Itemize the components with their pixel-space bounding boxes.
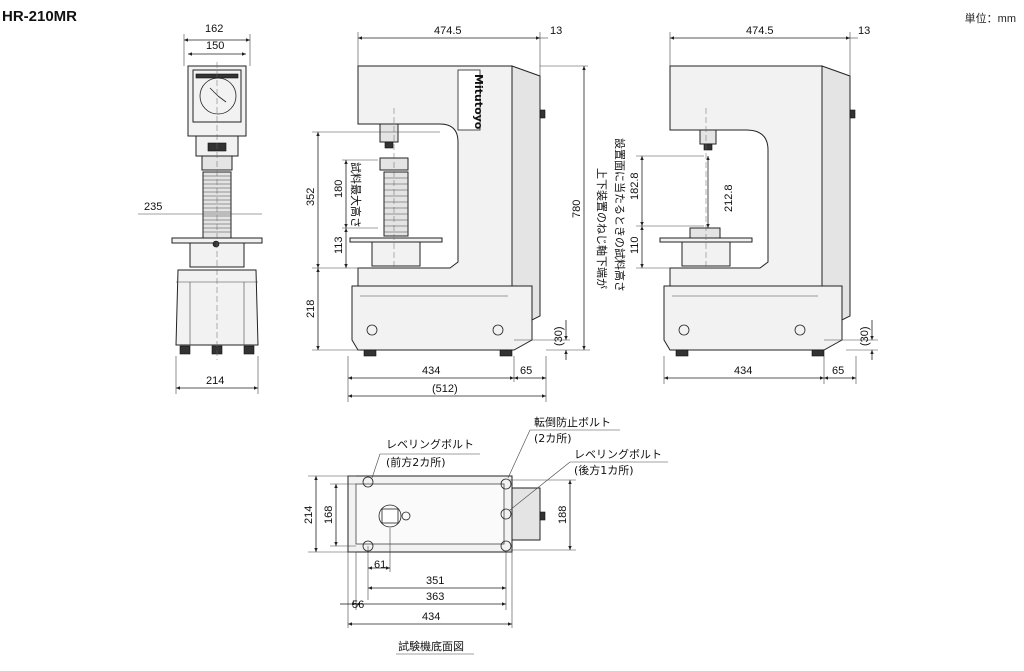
bottom-dim-188: 188	[557, 506, 569, 524]
anti-tip-count: (2カ所)	[534, 432, 572, 445]
bottom-view-caption: 試験機底面図	[398, 639, 464, 653]
unit-label: 単位：mm	[964, 13, 1016, 25]
anti-tip-bolt-1	[500, 478, 512, 490]
dim-352: 352	[305, 188, 317, 206]
bottom-dim-168: 168	[323, 506, 335, 524]
right-dim-474: 474.5	[746, 25, 774, 37]
right-dim-30: (30)	[859, 326, 871, 346]
dim-113: 113	[333, 236, 345, 254]
dim-512: (512)	[432, 383, 458, 395]
spindle-hole	[378, 504, 402, 528]
dim-218: 218	[305, 300, 317, 318]
dim-235: 235	[144, 201, 162, 213]
bottom-dim-214: 214	[303, 506, 315, 524]
dim-212: 212.8	[723, 184, 735, 212]
dim-214: 214	[206, 375, 224, 387]
sample-max-height-label: 試料最大高さ	[349, 162, 363, 228]
right-view: 474.5 13 182.8 110 212.8 (30) 434 65	[629, 25, 878, 384]
dim-182: 182.8	[629, 172, 641, 200]
model-title: HR-210MR	[2, 8, 78, 25]
side-dim-434: 434	[422, 365, 440, 377]
dim-150: 150	[206, 40, 224, 52]
dim-780: 780	[571, 200, 583, 218]
bottom-dim-351: 351	[426, 575, 444, 587]
side-dim-65: 65	[520, 365, 532, 377]
right-dim-65: 65	[832, 365, 844, 377]
dim-110: 110	[629, 236, 641, 254]
vertical-note-1: 上下装置のねじ軸下端が	[595, 168, 609, 289]
side-bellows	[384, 177, 408, 233]
bottom-dim-56: 56	[352, 599, 364, 611]
bottom-dim-434: 434	[422, 611, 440, 623]
dim-30: (30)	[553, 326, 565, 346]
leveling-rear-label: レベリングボルト	[574, 447, 662, 461]
anti-tip-label: 転倒防止ボルト	[534, 415, 611, 429]
dim-180: 180	[333, 180, 345, 198]
bottom-dim-61: 61	[374, 559, 386, 571]
leveling-bolt-front-1	[362, 476, 374, 488]
right-dim-13: 13	[858, 25, 870, 37]
side-dim-474: 474.5	[434, 25, 462, 37]
dim-162: 162	[205, 23, 223, 35]
leveling-bolt-rear	[500, 508, 512, 520]
bottom-dim-363: 363	[426, 591, 444, 603]
bottom-view: 214 168 188 61 351 363 56 434 レベリングボルト (…	[303, 415, 668, 655]
anti-tip-bolt-2	[500, 540, 512, 552]
right-dim-434: 434	[734, 365, 752, 377]
front-view: 162 150 235 214	[138, 23, 263, 394]
vertical-note-2: 設置面に当たるときの試料高さ	[613, 138, 627, 292]
brand-logo: Mitutoyo	[472, 74, 485, 130]
leveling-rear-count: (後方1カ所)	[574, 463, 634, 477]
side-dim-13: 13	[550, 25, 562, 37]
leveling-front-label: レベリングボルト	[386, 437, 474, 451]
side-view: Mitutoyo 474.5 13	[305, 25, 627, 402]
leveling-front-count: (前方2カ所)	[386, 455, 446, 469]
